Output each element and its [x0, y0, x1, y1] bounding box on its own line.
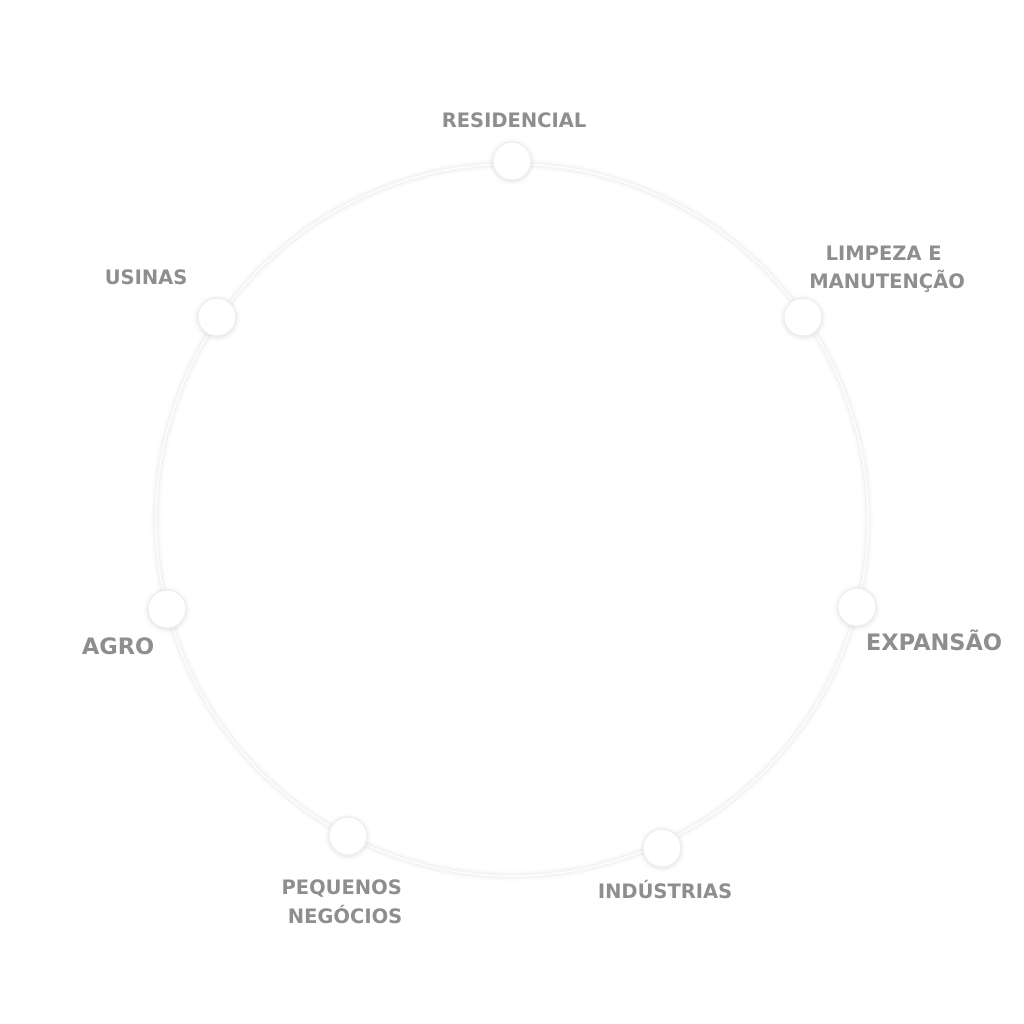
- label-pequenos-negocios[interactable]: PEQUENOS NEGÓCIOS: [281, 876, 408, 928]
- label-limpeza[interactable]: LIMPEZA E MANUTENÇÃO: [809, 242, 965, 293]
- cycle-ring: [154, 162, 870, 878]
- label-usinas[interactable]: USINAS: [105, 266, 188, 289]
- label-industrias[interactable]: INDÚSTRIAS: [598, 879, 732, 903]
- label-residencial[interactable]: RESIDENCIAL: [442, 109, 587, 132]
- node-residencial[interactable]: [492, 141, 532, 181]
- node-limpeza[interactable]: [783, 297, 823, 337]
- node-agro[interactable]: [147, 589, 187, 629]
- ring-nodes: [147, 141, 877, 868]
- label-agro[interactable]: AGRO: [82, 634, 154, 660]
- label-expansao[interactable]: EXPANSÃO: [866, 628, 1002, 656]
- node-expansao[interactable]: [837, 587, 877, 627]
- node-industrias[interactable]: [642, 828, 682, 868]
- segment-labels: RESIDENCIAL LIMPEZA E MANUTENÇÃO EXPANSÃ…: [82, 109, 1002, 928]
- node-pequenos-negocios[interactable]: [328, 816, 368, 856]
- node-usinas[interactable]: [197, 297, 237, 337]
